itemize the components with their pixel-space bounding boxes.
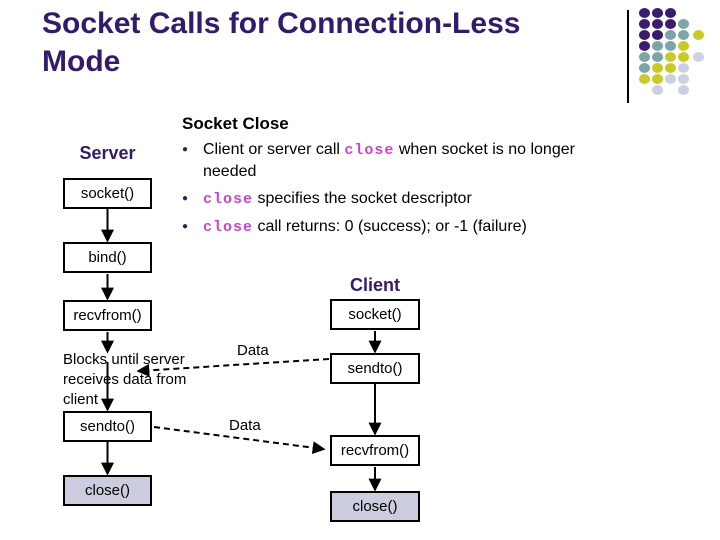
- dot: [639, 41, 650, 51]
- bullet-item: ● Client or server call close when socket…: [182, 139, 682, 182]
- dot: [678, 52, 689, 62]
- client-socket-box: socket(): [330, 299, 420, 330]
- dot: [678, 41, 689, 51]
- dot: [678, 30, 689, 40]
- dot: [639, 8, 650, 18]
- data-label-2: Data: [229, 417, 261, 434]
- dot: [639, 52, 650, 62]
- dot: [665, 19, 676, 29]
- data-label-1: Data: [237, 342, 269, 359]
- content-heading: Socket Close: [182, 114, 289, 133]
- dot: [652, 85, 663, 95]
- slide-title: Socket Calls for Connection-Less Mode: [42, 7, 521, 78]
- client-sendto-box: sendto(): [330, 353, 420, 384]
- server-sendto-box: sendto(): [63, 411, 152, 442]
- server-close-box: close(): [63, 475, 152, 506]
- dot: [665, 8, 676, 18]
- bullet-item: ● close specifies the socket descriptor: [182, 188, 682, 210]
- server-recvfrom-box: recvfrom(): [63, 300, 152, 331]
- dot: [665, 74, 676, 84]
- dot: [652, 74, 663, 84]
- dot: [639, 19, 650, 29]
- dot: [652, 8, 663, 18]
- dot: [678, 19, 689, 29]
- dot: [652, 19, 663, 29]
- bullet-text: close call returns: 0 (success); or -1 (…: [203, 218, 527, 236]
- bullet-text: Client or server call close when socket …: [203, 141, 575, 180]
- dot: [693, 52, 704, 62]
- dots-decoration: [639, 8, 709, 103]
- client-label: Client: [349, 275, 400, 295]
- title-separator-line: [627, 10, 629, 103]
- dot: [652, 41, 663, 51]
- bullet-text: close specifies the socket descriptor: [203, 190, 472, 208]
- dot: [665, 30, 676, 40]
- dot: [639, 30, 650, 40]
- server-bind-box: bind(): [63, 242, 152, 273]
- client-recvfrom-box: recvfrom(): [330, 435, 420, 466]
- blocking-note: Blocks until server receives data from c…: [63, 351, 187, 408]
- dot: [665, 63, 676, 73]
- client-close-box: close(): [330, 491, 420, 522]
- bullet-icon: ●: [182, 144, 189, 155]
- dot: [665, 41, 676, 51]
- dot: [678, 63, 689, 73]
- bullet-list: ● Client or server call close when socket…: [182, 139, 682, 244]
- bullet-icon: ●: [182, 221, 189, 232]
- bullet-icon: ●: [182, 193, 189, 204]
- dot: [665, 52, 676, 62]
- dot: [678, 85, 689, 95]
- server-label: Server: [79, 143, 136, 163]
- dot: [639, 63, 650, 73]
- dot: [652, 63, 663, 73]
- dot: [693, 30, 704, 40]
- dot: [639, 74, 650, 84]
- dot: [678, 74, 689, 84]
- dot: [652, 52, 663, 62]
- server-socket-box: socket(): [63, 178, 152, 209]
- dot: [652, 30, 663, 40]
- bullet-item: ● close call returns: 0 (success); or -1 …: [182, 216, 682, 238]
